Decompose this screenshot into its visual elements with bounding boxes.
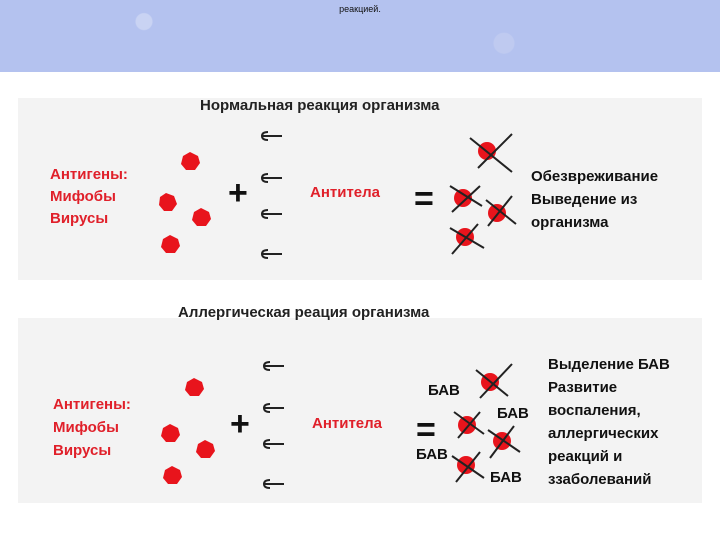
allergic-plus: + xyxy=(230,405,250,443)
antibody-icon xyxy=(260,249,282,259)
normal-antigens xyxy=(159,152,211,253)
cross-icon xyxy=(487,425,521,459)
normal-antibodies-label: Антитела xyxy=(310,184,381,201)
normal-title: Нормальная реакция организма xyxy=(200,97,440,114)
allergic-antigens-label-1: Мифобы xyxy=(53,419,119,436)
normal-antigens-label-2: Вирусы xyxy=(50,210,109,227)
allergic-antibodies xyxy=(262,361,284,489)
normal-plus: + xyxy=(228,174,248,212)
antibody-icon xyxy=(262,479,284,489)
normal-panel-bg xyxy=(18,98,702,280)
antibody-icon xyxy=(262,403,284,413)
diagram-graphics xyxy=(18,98,702,503)
allergic-complexes xyxy=(451,363,521,483)
antibody-icon xyxy=(260,173,282,183)
antigen-circle xyxy=(185,378,204,396)
normal-antigens-label-1: Мифобы xyxy=(50,188,116,205)
normal-neutralized xyxy=(449,133,517,255)
allergic-panel-bg xyxy=(18,318,702,503)
normal-outcome-1: Выведение из xyxy=(531,191,638,208)
antigen-circle xyxy=(196,440,215,458)
normal-equals: = xyxy=(414,180,434,218)
bav-label-3: БАВ xyxy=(490,469,522,486)
allergic-outcome-0: Выделение БАВ xyxy=(548,356,670,373)
allergic-outcome-3: аллергических xyxy=(548,425,659,442)
allergic-outcome-1: Развитие xyxy=(548,379,618,396)
antigen-circle xyxy=(163,466,182,484)
antigen-circle xyxy=(161,235,180,253)
antigen-circle xyxy=(161,424,180,442)
allergic-antigens-label-0: Антигены: xyxy=(53,396,131,413)
cross-icon xyxy=(453,411,485,439)
bav-label-1: БАВ xyxy=(497,405,529,422)
normal-antibodies xyxy=(260,131,282,259)
bav-label-2: БАВ xyxy=(416,446,448,463)
allergic-antibodies-label: Антитела xyxy=(312,415,383,432)
cross-icon xyxy=(451,451,485,483)
bav-label-0: БАВ xyxy=(428,382,460,399)
allergic-outcome-4: реакций и xyxy=(548,448,623,465)
slide-header: реакцией. xyxy=(0,0,720,72)
antibody-icon xyxy=(262,361,284,371)
normal-antigens-label-0: Антигены: xyxy=(50,166,128,183)
allergic-title: Аллергическая реация организма xyxy=(178,304,430,321)
antigen-circle xyxy=(181,152,200,170)
antibody-icon xyxy=(260,131,282,141)
allergic-outcome-5: ззаболеваний xyxy=(548,471,652,488)
allergic-antigens-label-2: Вирусы xyxy=(53,442,112,459)
header-title: реакцией. xyxy=(339,4,381,14)
cross-icon xyxy=(485,195,517,227)
antibody-icon xyxy=(260,209,282,219)
neutralized-circle xyxy=(454,189,472,207)
cross-icon xyxy=(469,133,513,173)
allergic-equals: = xyxy=(416,411,436,449)
antibody-icon xyxy=(262,439,284,449)
antigen-circle xyxy=(159,193,177,211)
normal-outcome-0: Обезвреживание xyxy=(531,168,659,185)
cross-icon xyxy=(475,363,513,399)
cross-icon xyxy=(449,185,483,213)
cross-icon xyxy=(449,223,485,255)
diagram: Нормальная реакция организма Антигены: М… xyxy=(0,72,720,540)
normal-outcome-2: организма xyxy=(531,214,609,231)
allergic-antigens xyxy=(161,378,215,484)
allergic-outcome-2: воспаления, xyxy=(548,402,641,419)
antigen-circle xyxy=(192,208,211,226)
